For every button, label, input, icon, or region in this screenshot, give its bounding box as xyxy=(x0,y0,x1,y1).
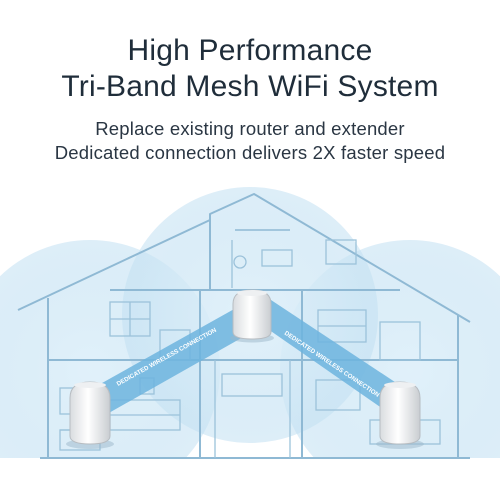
house-outline xyxy=(17,193,471,459)
subhead-line-2: Dedicated connection delivers 2X faster … xyxy=(54,142,446,163)
router-pod-center xyxy=(230,289,274,343)
headline-line-1: High Performance xyxy=(127,34,373,67)
subhead-line-1: Replace existing router and extender xyxy=(95,118,405,139)
router-pod-right xyxy=(376,381,424,449)
router-pod-left xyxy=(66,381,114,449)
headline-line-2: Tri-Band Mesh WiFi System xyxy=(61,70,439,103)
